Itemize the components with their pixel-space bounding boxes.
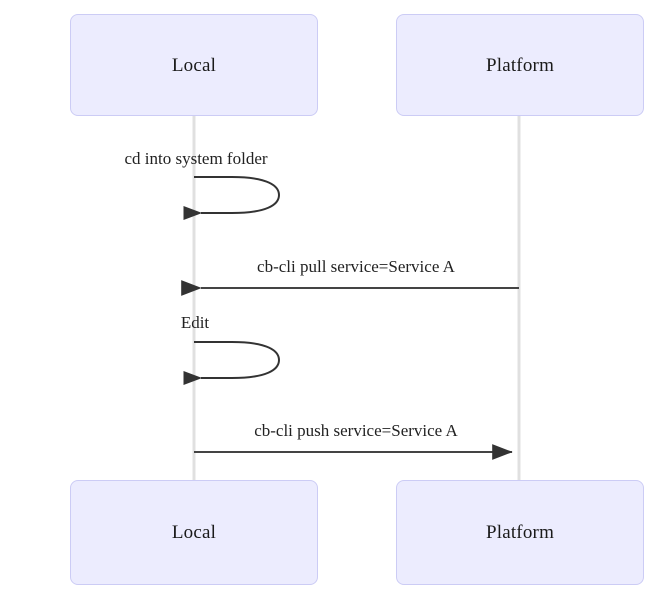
message-label-cd-into-system-folder: cd into system folder: [124, 149, 268, 168]
actor-label-local-top: Local: [171, 54, 217, 76]
actor-label-platform-top: Platform: [485, 54, 555, 76]
actor-box-platform-bottom[interactable]: Platform: [396, 480, 644, 585]
actor-box-local-bottom[interactable]: Local: [70, 480, 318, 585]
self-loop-arrow-cd-into-system-folder: [183, 176, 281, 220]
actor-box-local-top[interactable]: Local: [70, 14, 318, 116]
message-label-edit: Edit: [180, 313, 210, 332]
actor-label-platform-bottom: Platform: [485, 522, 555, 543]
message-label-cb-cli-push: cb-cli push service=Service A: [254, 421, 458, 440]
self-loop-arrow-edit: [183, 341, 281, 385]
message-label-cb-cli-pull: cb-cli pull service=Service A: [257, 257, 455, 276]
actor-label-local-bottom: Local: [171, 522, 217, 543]
actor-box-platform-top[interactable]: Platform: [396, 14, 644, 116]
